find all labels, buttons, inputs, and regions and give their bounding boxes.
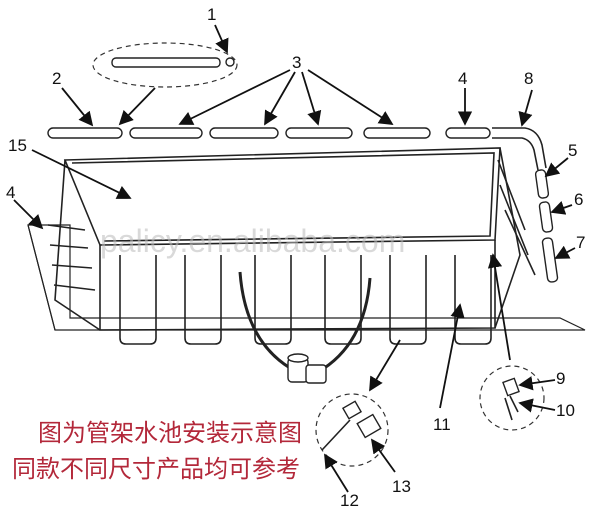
arrow: [370, 438, 396, 473]
arrow: [178, 69, 291, 125]
pump-lid: [287, 353, 309, 363]
pipe-part-8: [492, 137, 539, 171]
pipe-part-1: [111, 57, 221, 68]
detail-circle-9-10: [479, 365, 545, 431]
arrow: [544, 157, 569, 178]
pipe-part-2: [47, 127, 123, 139]
part-9: [502, 377, 520, 397]
label-5: 5: [568, 141, 577, 160]
detail-oval-1: [92, 42, 238, 88]
arrow: [369, 339, 401, 392]
detail-circle-12-13: [315, 393, 389, 467]
pump-motor: [305, 364, 327, 384]
label-7: 7: [576, 233, 585, 252]
pipe-part-3: [209, 127, 279, 139]
part-10: [504, 395, 519, 421]
label-1: 1: [207, 5, 216, 24]
label-6: 6: [574, 190, 583, 209]
pool-frame: [47, 147, 536, 345]
pool-front-wall: [99, 240, 496, 331]
label-2: 2: [52, 69, 61, 88]
pool-left-end: [54, 159, 101, 331]
pipe-part-3: [129, 127, 203, 139]
arrow: [307, 69, 394, 125]
label-12: 12: [340, 491, 359, 506]
label-8: 8: [524, 69, 533, 88]
caption-line-2: 同款不同尺寸产品均可参考: [12, 455, 300, 483]
part-12: [321, 419, 351, 451]
pipe-part-1-cap: [225, 57, 235, 67]
arrow: [214, 24, 229, 54]
hose: [317, 277, 372, 374]
arrow: [118, 87, 156, 126]
label-13: 13: [392, 477, 411, 496]
u-leg: [454, 255, 492, 345]
label-3: 3: [292, 53, 301, 72]
u-leg: [324, 255, 362, 345]
arrow: [61, 87, 94, 127]
arrow: [301, 71, 322, 126]
label-9: 9: [556, 369, 565, 388]
arrow: [439, 303, 465, 409]
part-13-base: [356, 413, 382, 439]
label-4-left: 4: [6, 183, 15, 202]
arrow: [264, 71, 296, 126]
label-15: 15: [8, 136, 27, 155]
arrow: [487, 253, 511, 361]
pipe-part-6: [538, 201, 554, 233]
label-10: 10: [556, 401, 575, 420]
pipe-part-7: [541, 237, 559, 283]
u-leg: [184, 255, 222, 345]
u-leg: [119, 255, 157, 345]
pool-inner-rim: [71, 152, 495, 242]
pipe-part-3: [363, 127, 431, 139]
callout-arrows: [13, 24, 576, 493]
left-end-legs: [47, 224, 96, 291]
label-11: 11: [433, 415, 451, 434]
arrow: [518, 376, 556, 391]
arrow: [554, 245, 576, 259]
label-4-top: 4: [458, 69, 467, 88]
arrow: [518, 89, 533, 127]
watermark: palicy.en.alibaba.com: [100, 223, 405, 259]
arrow: [13, 199, 44, 230]
arrow: [324, 453, 349, 493]
pipe-row: [47, 127, 547, 171]
arrow: [550, 201, 573, 215]
u-leg: [389, 255, 427, 345]
arrow: [518, 398, 556, 413]
pipe-part-5: [534, 169, 550, 199]
arrow: [31, 149, 132, 199]
pipe-part-8: [492, 127, 547, 169]
pipe-part-3: [285, 127, 353, 139]
ground-cloth-edge: [27, 224, 56, 331]
pipe-part-4: [445, 127, 491, 139]
caption-line-1: 图为管架水池安装示意图: [38, 419, 302, 447]
part-13: [341, 400, 363, 420]
filter-pump: [287, 353, 327, 384]
right-end-legs: [497, 159, 536, 276]
hose: [238, 271, 291, 370]
u-leg: [254, 255, 292, 345]
